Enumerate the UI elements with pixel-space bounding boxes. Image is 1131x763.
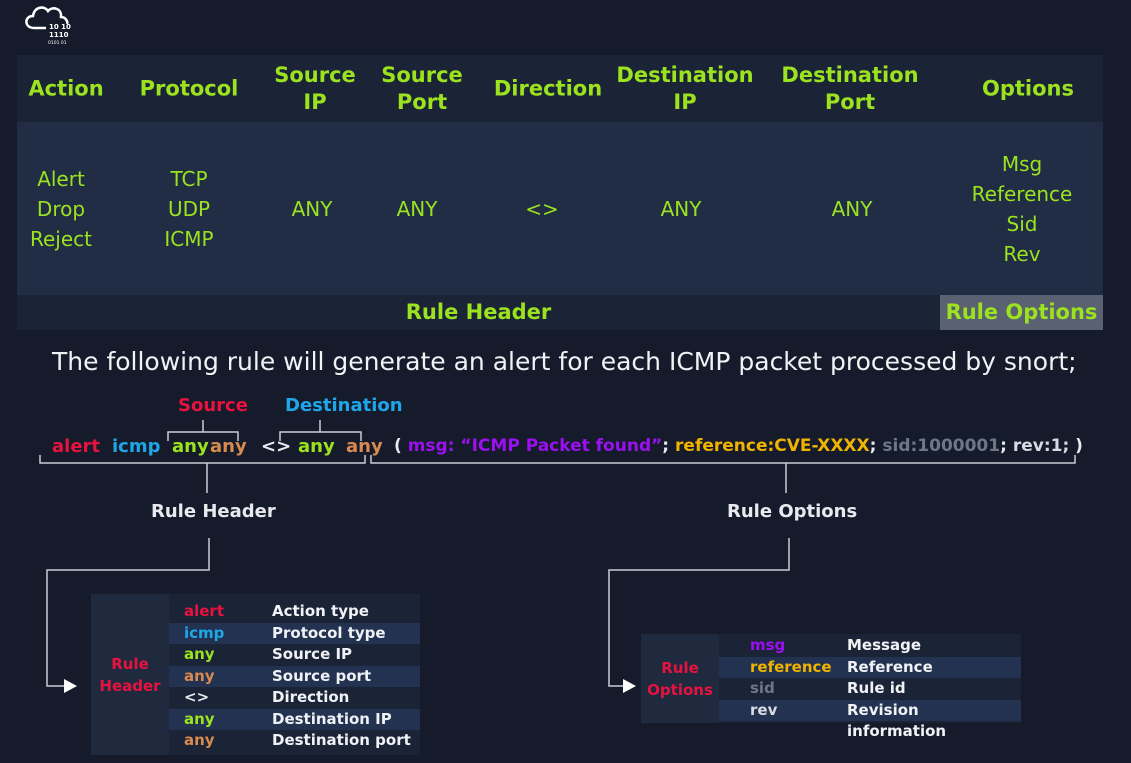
cell-destination-port: ANY	[831, 196, 873, 221]
cell-source-ip: ANY	[291, 196, 333, 221]
legend-title: Rule Header	[91, 594, 169, 755]
legend-key: sid	[750, 679, 775, 697]
legend-row: <> Direction	[169, 687, 420, 709]
header-source-port: Source Port	[381, 62, 463, 114]
cell-protocol: TCP UDP ICMP	[164, 164, 213, 254]
table-header-row: Action Protocol Source IP Source Port Di…	[17, 55, 1103, 122]
legend-value: Reference	[847, 657, 933, 676]
legend-key: alert	[184, 602, 225, 620]
cell-direction: <>	[525, 196, 559, 221]
legend-row: rev Revision information	[719, 699, 1021, 740]
cell-source-port: ANY	[396, 196, 438, 221]
legend-value: Destination IP	[272, 709, 392, 728]
legend-key: any	[184, 709, 215, 728]
rule-source-ip: any	[172, 436, 209, 457]
rule-options-legend: Rule Options msg Message reference Referen…	[641, 634, 1021, 740]
header-source-ip: Source IP	[274, 62, 356, 114]
legend-row: any Destination IP	[169, 708, 420, 730]
rule-msg: msg: “ICMP Packet found”	[407, 436, 663, 456]
open-paren: (	[394, 436, 402, 456]
legend-row: msg Message	[719, 635, 1021, 657]
cell-destination-ip: ANY	[660, 196, 702, 221]
rule-options-line: ( msg: “ICMP Packet found”; reference:CV…	[394, 436, 1083, 456]
rule-destination-port: any	[346, 436, 383, 457]
legend-value: Message	[847, 636, 921, 654]
header-destination-port: Destination Port	[781, 62, 919, 114]
rule-rev: rev:1;	[1012, 436, 1070, 456]
value: UDP	[167, 196, 211, 221]
value: ICMP	[164, 226, 214, 251]
value: Reject	[29, 226, 93, 251]
close-paren: )	[1075, 436, 1083, 456]
rule-protocol: icmp	[112, 436, 161, 457]
rule-source-port: any	[210, 436, 247, 457]
legend-key: <>	[184, 688, 210, 706]
header-direction: Direction	[493, 76, 603, 100]
legend-key: icmp	[184, 623, 225, 642]
legend-key: reference	[750, 657, 832, 676]
legend-value: Source port	[272, 666, 372, 685]
legend-value: Protocol type	[272, 623, 386, 642]
footer-rule-options: Rule Options	[940, 295, 1103, 330]
footer-rule-header: Rule Header	[405, 300, 552, 324]
description-text: The following rule will generate an aler…	[52, 347, 1077, 376]
legend-row: reference Reference	[719, 656, 1021, 678]
value: Alert	[37, 166, 85, 191]
value: TCP	[170, 166, 208, 191]
rule-destination-ip: any	[298, 436, 335, 457]
cloud-binary-logo: 10 10 1110 0101 01	[25, 6, 71, 46]
table-footer-row: Rule Header Rule Options	[17, 295, 1103, 330]
value: Sid	[1006, 211, 1038, 236]
legend-key: msg	[750, 636, 786, 654]
header-protocol: Protocol	[139, 76, 239, 100]
legend-value: Rule id	[847, 679, 906, 697]
header-destination-ip: Destination IP	[616, 62, 754, 114]
value: Rev	[1003, 241, 1041, 266]
value: Msg	[1001, 151, 1043, 176]
destination-label: Destination	[285, 395, 403, 416]
legend-key: any	[184, 666, 215, 685]
rule-direction: <>	[261, 436, 292, 457]
separator: ;	[1000, 436, 1007, 456]
legend-value: Direction	[272, 688, 350, 706]
header-action: Action	[28, 76, 104, 100]
svg-text:0101 01: 0101 01	[48, 40, 67, 46]
svg-text:1110: 1110	[49, 31, 69, 39]
value: Reference	[971, 181, 1073, 206]
value: Drop	[36, 196, 86, 221]
legend-value: Action type	[272, 602, 369, 620]
separator: ;	[662, 436, 670, 456]
rule-header-label: Rule Header	[151, 501, 276, 522]
separator: ;	[869, 436, 877, 456]
rule-reference: reference:CVE-XXXX	[675, 436, 870, 456]
legend-value: Revision information	[847, 700, 947, 741]
rule-options-label: Rule Options	[727, 501, 858, 522]
legend-title: Rule Options	[641, 634, 719, 723]
legend-value: Source IP	[272, 645, 353, 663]
legend-row: icmp Protocol type	[169, 622, 420, 644]
legend-key: rev	[750, 700, 778, 719]
legend-row: sid Rule id	[719, 678, 1021, 700]
source-label: Source	[178, 395, 248, 416]
legend-key: any	[184, 645, 215, 663]
rule-sid: sid:1000001	[882, 436, 1001, 456]
legend-row: alert Action type	[169, 601, 420, 623]
legend-value: Destination port	[272, 731, 411, 749]
svg-text:10 10: 10 10	[49, 23, 71, 31]
legend-row: any Destination port	[169, 730, 420, 752]
legend-row: any Source IP	[169, 644, 420, 666]
rule-action: alert	[52, 436, 101, 457]
legend-row: any Source port	[169, 665, 420, 687]
legend-key: any	[184, 731, 215, 749]
rule-header-legend: Rule Header alert Action type icmp Protoco…	[91, 594, 420, 755]
header-options: Options	[982, 76, 1074, 100]
